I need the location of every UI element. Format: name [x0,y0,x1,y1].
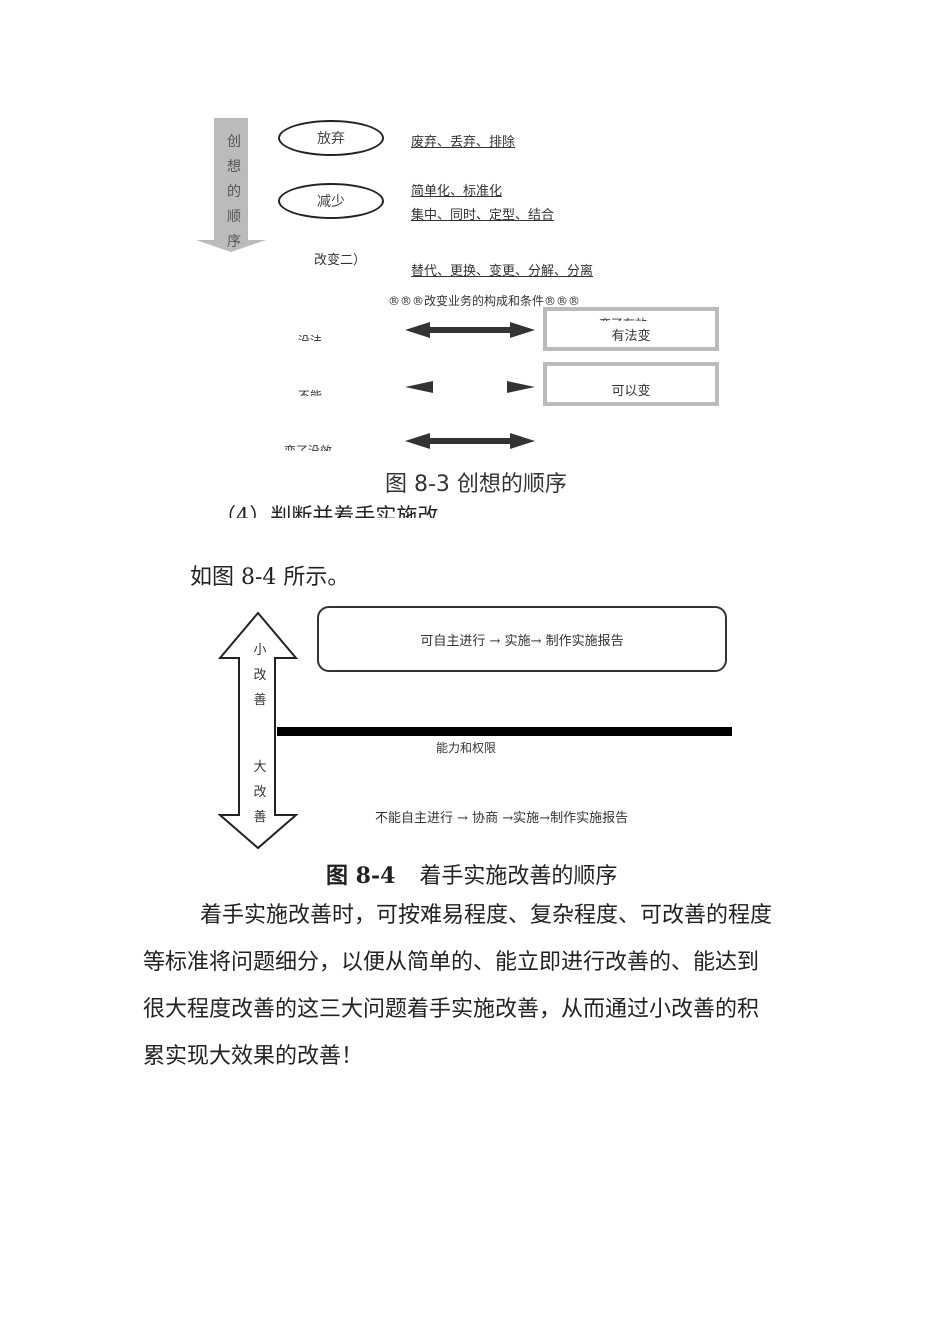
bottom-flow: 不能自主进行 → 协商 →实施→制作实施报告 [375,811,629,826]
authority-line [277,727,732,736]
down-arrow-icon [196,118,266,252]
detail-text: 废弃、丢弃、排除 [411,135,516,150]
left-label: 没法 [298,334,323,341]
left-label: 变了没效 [284,444,333,451]
big-improvement-label: 大改善 [253,760,267,825]
step-change: 改变二） [314,253,367,268]
box-can-change: 变了有效 有法变 [543,307,719,351]
detail-text: 集中、同时、定型、结合 [411,208,555,223]
detail-text: 简单化、标准化 [411,184,503,199]
double-arrows [405,322,535,449]
detail-text: 替代、更换、变更、分解、分离 [411,264,594,279]
step-reduce: 减少 [278,183,384,219]
small-improvement-label: 小改善 [253,643,267,708]
subtitle: ®®®改变业务的构成和条件®®® [388,294,581,308]
line-label: 能力和权限 [436,741,497,755]
body-paragraph: 着手实施改善时，可按难易程度、复杂程度、可改善的程度 等标准将问题细分，以便从简… [143,903,773,1069]
left-label: 不能 [298,389,323,396]
step-abandon: 放弃 [278,120,384,156]
figure-caption: 图 8-3 创想的顺序 [385,472,567,497]
self-flow-box: 可自主进行 → 实施→ 制作实施报告 [317,606,727,672]
intro-text: 如图 8-4 所示。 [190,565,350,590]
arrow-label: 创想的顺序 [227,134,241,250]
box-may-change: 可以变 [543,362,719,406]
section-heading: （4）判断并着手实施改 [215,504,439,518]
double-vertical-arrow-icon [218,611,299,850]
